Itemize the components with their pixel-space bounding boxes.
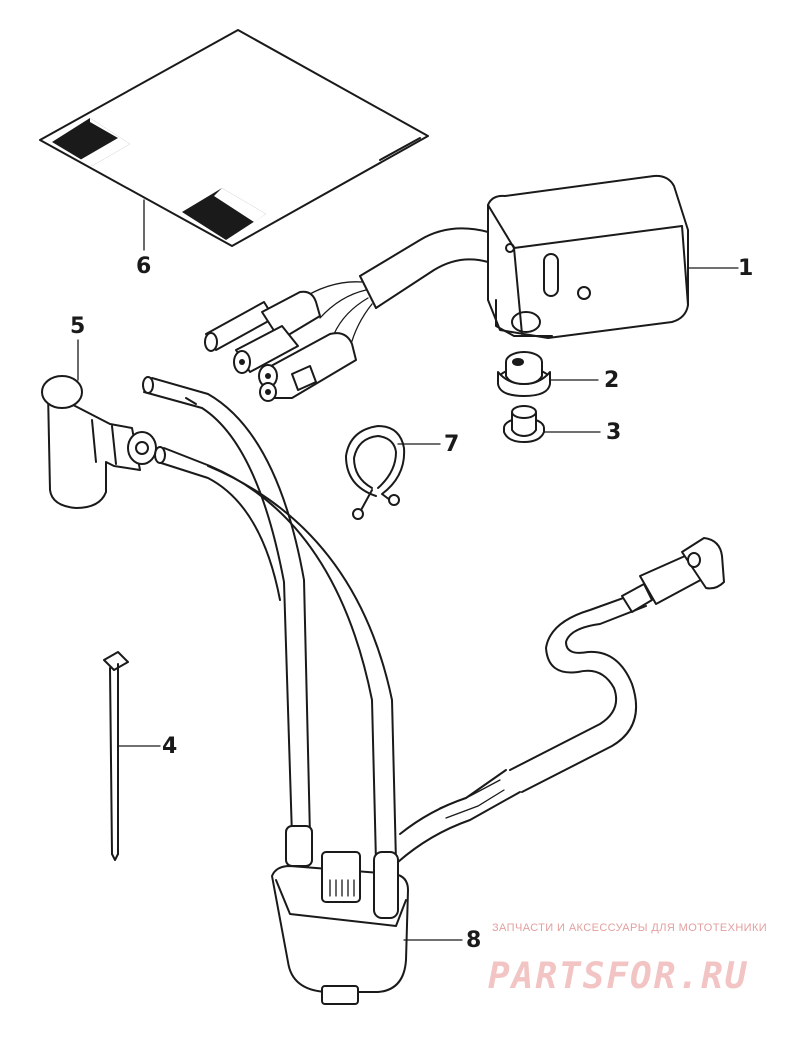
callout-2: 2 bbox=[604, 368, 620, 393]
part-1-harness bbox=[204, 227, 489, 402]
part-7-wire-clamp bbox=[345, 425, 406, 520]
callout-8: 8 bbox=[466, 928, 482, 953]
callout-4: 4 bbox=[162, 734, 178, 759]
callout-1: 1 bbox=[738, 256, 754, 281]
callout-3: 3 bbox=[606, 420, 622, 445]
part-5-plug-cap bbox=[41, 375, 157, 509]
part-3-collar bbox=[503, 405, 545, 443]
part-1-cdi-unit bbox=[487, 174, 689, 339]
part-2-grommet bbox=[497, 351, 551, 397]
watermark-tagline: ЗАПЧАСТИ И АКСЕССУАРЫ ДЛЯ МОТОТЕХНИКИ bbox=[492, 922, 768, 934]
part-6-decal-sheet bbox=[39, 29, 429, 247]
callout-7: 7 bbox=[444, 432, 460, 457]
part-8-ignition-coil bbox=[142, 376, 725, 1005]
callout-6: 6 bbox=[136, 254, 152, 279]
watermark-logo: PARTSFOR.RU bbox=[488, 956, 749, 997]
callout-5: 5 bbox=[70, 314, 86, 339]
part-4-cable-tie bbox=[103, 651, 129, 861]
